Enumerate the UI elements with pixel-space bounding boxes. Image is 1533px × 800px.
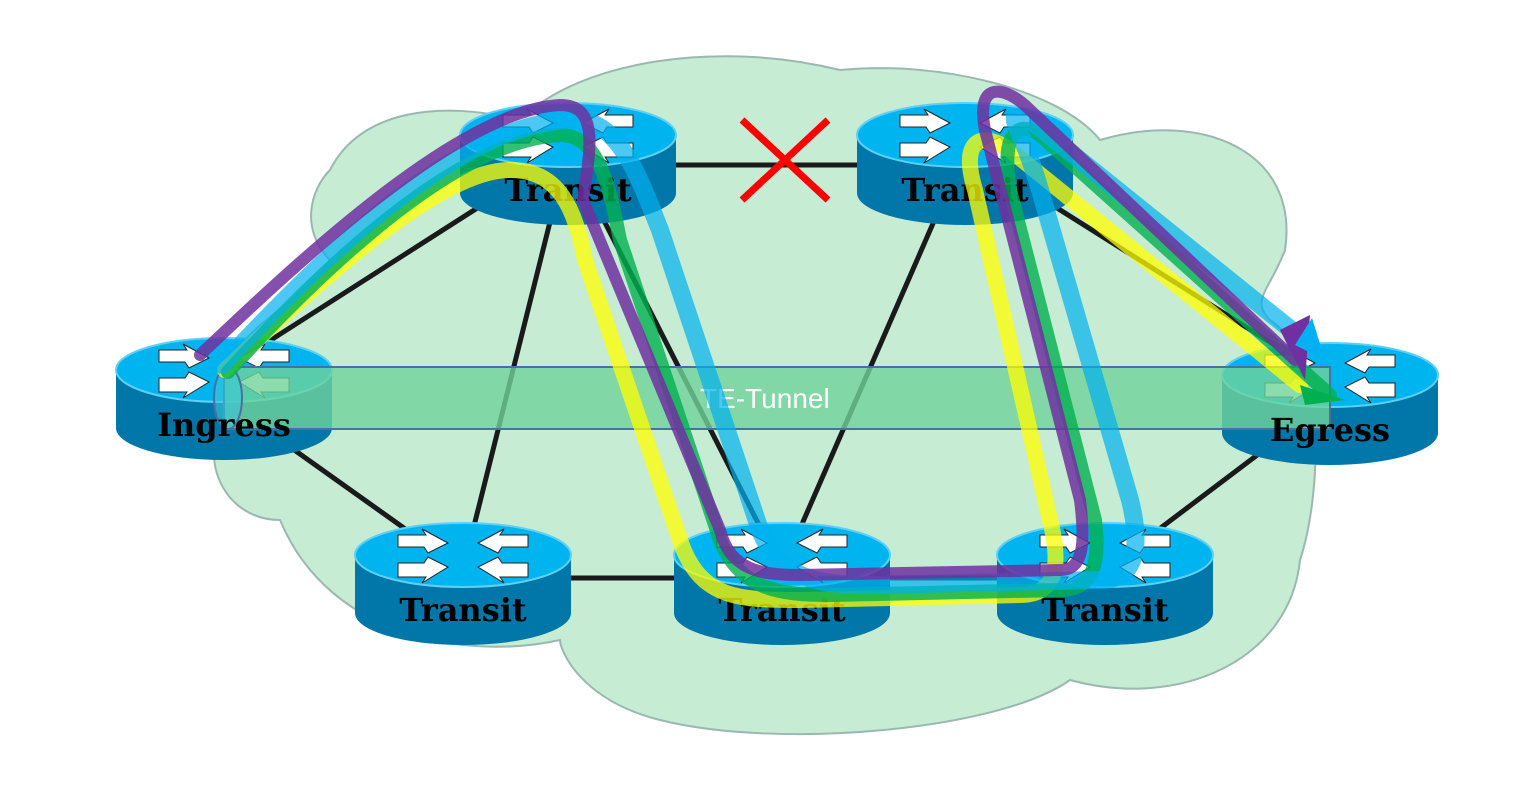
router-label: Transit (1041, 591, 1169, 629)
path-purple (194, 85, 1301, 581)
path-cyan-arrowhead-icon (1295, 318, 1325, 360)
path-green-arrowhead-icon (1300, 385, 1345, 405)
router-label: Ingress (157, 406, 291, 444)
router-transit-bottom-left[interactable] (354, 522, 572, 645)
router-label: Transit (399, 591, 527, 629)
router-label: Egress (1270, 411, 1390, 449)
te-tunnel-band (223, 366, 1331, 430)
router-arrows-icon (397, 528, 529, 584)
rerouted-paths (194, 85, 1345, 608)
te-tunnel: TE-Tunnel (213, 366, 1331, 430)
path-yellow (217, 132, 1308, 608)
router-top (354, 522, 572, 588)
path-purple-arrowhead-icon (1280, 315, 1310, 380)
failure-marker-x-icon (739, 117, 831, 203)
path-cyan (213, 107, 1319, 594)
